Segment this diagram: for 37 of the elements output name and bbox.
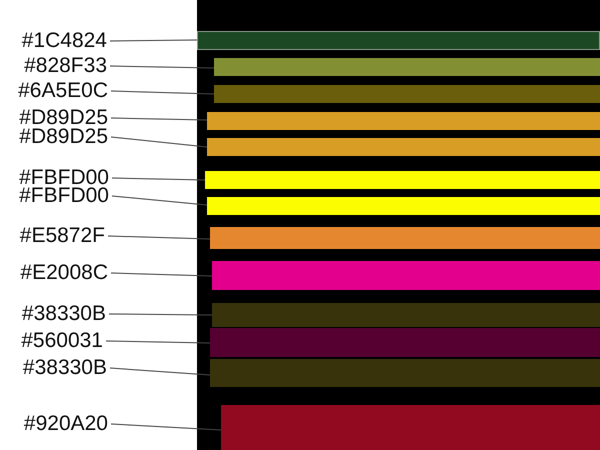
leader-line [112,178,206,180]
hex-code-label: #38330B [22,302,106,326]
color-bar [210,359,600,387]
color-bar [210,328,600,357]
color-bar [207,197,600,215]
color-bar [207,138,600,156]
hex-code-label: #FBFD00 [19,184,109,208]
color-bar [212,303,600,327]
hex-code-label: #828F33 [24,54,107,78]
leader-line [108,236,210,240]
leader-line [110,66,214,68]
color-bar [207,112,600,130]
hex-code-label: #E2008C [20,261,108,285]
hex-code-label: #D89D25 [19,125,108,149]
hex-code-label: #38330B [22,356,107,380]
hex-code-label: #E5872F [20,224,105,248]
color-bar [214,58,600,76]
color-bar [205,171,600,189]
color-bar [212,261,600,290]
leader-line [110,118,208,120]
leader-line [108,314,212,316]
leader-line [110,368,210,376]
leader-line [110,90,214,94]
leader-line [110,136,208,148]
leader-line [110,272,212,276]
leader-line [112,196,208,206]
leader-line [110,424,222,430]
hex-code-label: #1C4824 [22,29,107,53]
leader-line [110,40,198,42]
leader-line [106,340,210,344]
hex-code-label: #560031 [21,329,103,353]
hex-code-label: #920A20 [24,412,108,436]
color-bar [221,405,600,450]
color-bar [214,85,600,103]
color-bar [197,31,600,50]
color-bar [210,227,600,249]
hex-code-label: #6A5E0C [18,79,108,103]
